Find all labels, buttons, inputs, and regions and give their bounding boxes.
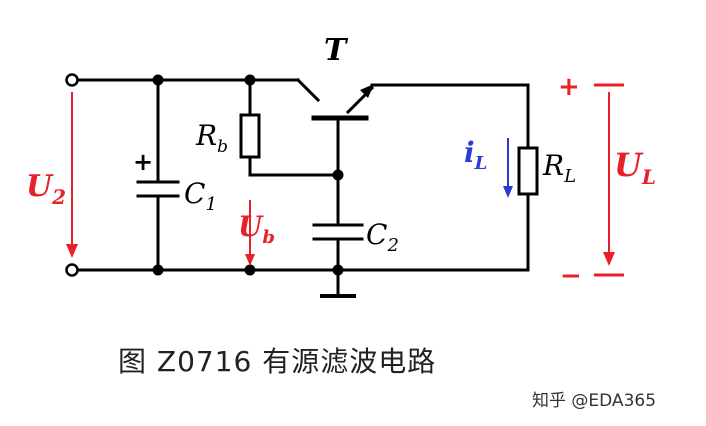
collector-wire [295,77,321,103]
il-arrowhead [503,186,513,198]
watermark: 知乎 @EDA365 [532,391,657,411]
rb-resistor [239,113,261,159]
input-terminal-top [65,73,79,87]
ub-label: Ub [238,210,275,248]
c1-plus-sign: + [133,148,153,176]
junction-dot [332,169,344,181]
junction-dot [152,264,164,276]
junction-dot [244,264,256,276]
ul-label: UL [614,146,656,189]
ub-arrowhead [245,254,255,266]
rl-resistor [517,146,539,196]
junction-dot [152,74,164,86]
junction-dot [332,264,344,276]
transistor-label: T [324,33,349,68]
ul-minus-sign: − [560,261,582,291]
c2-label: C2 [366,218,399,256]
il-label: iL [464,136,487,174]
u2-arrowhead [66,244,78,258]
figure-caption: 图 Z0716 有源滤波电路 [118,345,437,378]
input-terminal-bottom [65,263,79,277]
ul-plus-sign: + [558,72,580,102]
rl-label: RL [542,149,576,187]
junction-dot [244,74,256,86]
ul-arrowhead [603,252,615,266]
rb-label: Rb [195,119,228,157]
u2-label: U2 [26,169,66,209]
c1-label: C1 [184,177,217,215]
emitter-arrow [360,84,374,98]
